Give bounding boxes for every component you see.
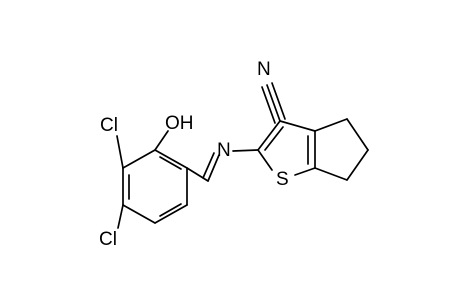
bond-ch-n-a [207,154,220,182]
bond-aryl-ch [186,167,209,182]
atom-label-chlorine-bottom: Cl [99,229,117,250]
bond-c6a-s [294,167,316,176]
bond-c2-c3-inner [264,126,284,151]
bond-s-c2 [257,149,273,171]
bond-benzene-c4-c5 [154,204,188,224]
atom-label-hydroxyl: OH [165,113,194,134]
atom-label-sulfur: S [276,169,289,190]
bond-n-thiophene [232,149,259,152]
bond-benzene-inner-3 [159,156,182,170]
bond-nitrile-2 [271,82,286,120]
thiophene-ring [257,120,316,176]
bond-benzene-c3-c4 [122,204,156,224]
bond-c4-c5 [346,118,369,151]
atom-label-imine-n: N [217,140,231,161]
atom-label-chlorine-top: Cl [100,115,118,136]
bond-nitrile-1 [266,84,281,122]
bond-benzene-c6-c1 [154,149,188,169]
benzene-ring [122,149,188,224]
bond-c-cl-bottom [117,204,124,229]
bond-c-cl-top [116,135,124,169]
bond-c2-c3 [257,120,281,151]
bond-c6-c6a [314,167,348,181]
bond-c3a-c4 [314,118,348,132]
bond-c5-c6 [346,149,369,181]
bond-benzene-c1-c2 [122,149,156,169]
atom-label-nitrile-n: N [257,59,271,80]
bond-benzene-inner-2 [159,203,182,217]
bond-c-oh [154,130,169,151]
bond-nitrile-3 [261,86,276,124]
bond-c3-c3a [279,120,316,132]
bond-ch-n-b [202,152,215,179]
nitrile-triple-bond [261,82,286,124]
cyclopentane-ring [314,118,369,181]
